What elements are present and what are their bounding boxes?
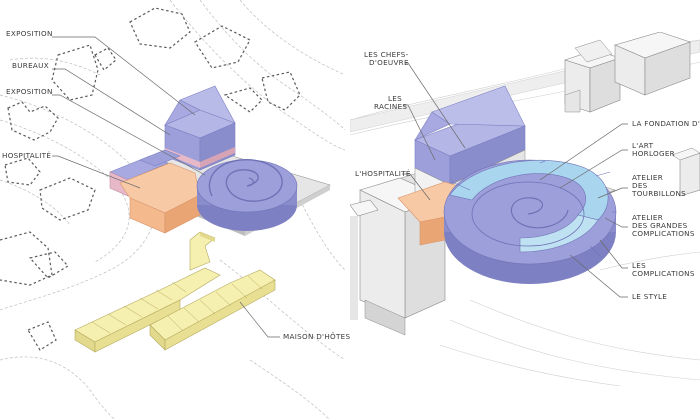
label-racines-line2: RACINES — [374, 102, 407, 111]
label-hospitalite: HOSPITALITÉ — [2, 151, 51, 160]
dashed-building — [194, 25, 251, 69]
label-tourbillons-line3: TOURBILLONS — [631, 189, 686, 198]
label-grandes-line1: ATELIER — [632, 213, 663, 222]
label-tourbillons-line2: DES — [632, 181, 648, 190]
leaders-left — [52, 36, 280, 338]
label-racines-line1: LES — [388, 94, 402, 103]
dashed-building — [4, 157, 41, 186]
label-exposition-mid: EXPOSITION — [6, 87, 53, 96]
dashed-building — [223, 87, 263, 113]
label-complications-line1: LES — [632, 261, 646, 270]
label-fondation: LA FONDATION D'AP — [632, 119, 700, 128]
label-chefs-line1: LES CHEFS- — [364, 50, 409, 59]
hospitalite-block-left — [109, 149, 201, 234]
label-complications-line2: COMPLICATIONS — [632, 269, 695, 278]
leaders-right — [402, 62, 628, 298]
maison-hotes-block — [74, 231, 276, 353]
label-art-line1: L'ART — [632, 141, 654, 150]
racines-building — [414, 85, 526, 211]
label-grandes-line3: COMPLICATIONS — [632, 229, 695, 238]
dashed-building — [39, 177, 96, 221]
dashed-building — [94, 47, 117, 71]
label-tourbillons-line1: ATELIER — [632, 173, 663, 182]
dashed-building — [0, 231, 53, 286]
label-bureaux: BUREAUX — [12, 61, 49, 70]
label-hospitalite-right: L'HOSPITALITÉ — [355, 169, 411, 178]
label-exposition-top: EXPOSITION — [6, 29, 53, 38]
label-style: LE STYLE — [632, 292, 667, 301]
label-maison-hotes: MAISON D'HÔTES — [283, 332, 351, 341]
spiral-campus-right — [443, 159, 617, 284]
label-grandes-line2: DES GRANDES — [632, 221, 688, 230]
left-panel — [0, 0, 345, 420]
white-building-left — [350, 177, 446, 336]
right-panel — [350, 32, 700, 386]
dashed-building — [129, 7, 191, 49]
label-chefs-line2: D'OEUVRE — [369, 58, 409, 67]
dashed-building — [27, 321, 57, 351]
dashed-building — [28, 251, 69, 279]
dashed-building — [51, 44, 99, 101]
white-buildings-right — [564, 32, 700, 197]
dashed-building — [7, 101, 59, 141]
neighbour-outlines-left — [0, 7, 301, 351]
exposition-spiral-left — [196, 159, 298, 231]
label-art-line2: HORLOGER — [632, 149, 675, 158]
